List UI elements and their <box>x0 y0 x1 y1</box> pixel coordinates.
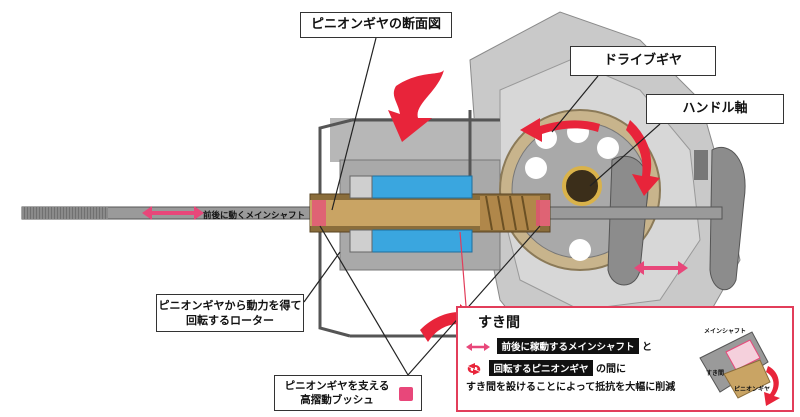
shaft-pill: 前後に稼動するメインシャフト <box>497 338 639 354</box>
leader-lines <box>303 37 661 376</box>
gap-row-summary: すき間を設けることによって抵抗を大幅に削減 <box>466 382 676 393</box>
red-rotation-arrow-icon <box>467 363 481 375</box>
gap-inset-illustration <box>699 331 780 406</box>
rotation-arrows <box>388 70 660 342</box>
main-shaft-label: 前後に動くメインシャフト <box>203 211 306 221</box>
pinion-pill: 回転するピニオンギヤ <box>489 360 593 376</box>
gear-rotation-arrow-icon <box>520 118 600 142</box>
pink-double-arrow-icon <box>466 343 490 351</box>
inset-label-pinion: ピニオンギヤ <box>734 386 771 393</box>
gap-panel-title: すき間 <box>478 315 520 331</box>
callout-bushing: ピニオンギヤを支える 高摺動ブッシュ <box>274 375 422 411</box>
rotor-line-2: 回転するローター <box>186 314 274 327</box>
inset-label-gap: すき間 <box>706 370 725 377</box>
gap-explanation-panel: すき間 前後に稼動するメインシャフト と 回転するピニオンギヤ の間に すき間を… <box>456 306 794 412</box>
shaft-motion-arrow-icon <box>142 206 204 220</box>
bushing-swatch-icon <box>399 387 413 401</box>
callout-pinion-section: ピニオンギヤの断面図 <box>300 12 452 38</box>
gap-row-shaft: 前後に稼動するメインシャフト と <box>466 338 652 354</box>
callout-rotor: ピニオンギヤから動力を得て 回転するローター <box>156 294 304 332</box>
handle-motion-arrow-icon <box>634 261 688 275</box>
bushings <box>312 200 550 226</box>
callout-handle-shaft: ハンドル軸 <box>646 94 784 124</box>
big-rotation-arrow-icon <box>388 70 444 142</box>
bearing-blue <box>349 175 473 253</box>
gap-row-pinion: 回転するピニオンギヤ の間に <box>466 360 626 376</box>
bushing-line-1: ピニオンギヤを支える <box>284 380 390 392</box>
pinion-gear-section <box>309 193 551 233</box>
bushing-line-2: 高摺動ブッシュ <box>300 394 374 406</box>
row2-suffix: の間に <box>595 364 626 375</box>
rotor-line-1: ピニオンギヤから動力を得て <box>158 299 302 312</box>
callout-drive-gear: ドライブギヤ <box>570 46 716 76</box>
row1-suffix: と <box>641 342 652 353</box>
inset-label-shaft: メインシャフト <box>704 328 747 335</box>
